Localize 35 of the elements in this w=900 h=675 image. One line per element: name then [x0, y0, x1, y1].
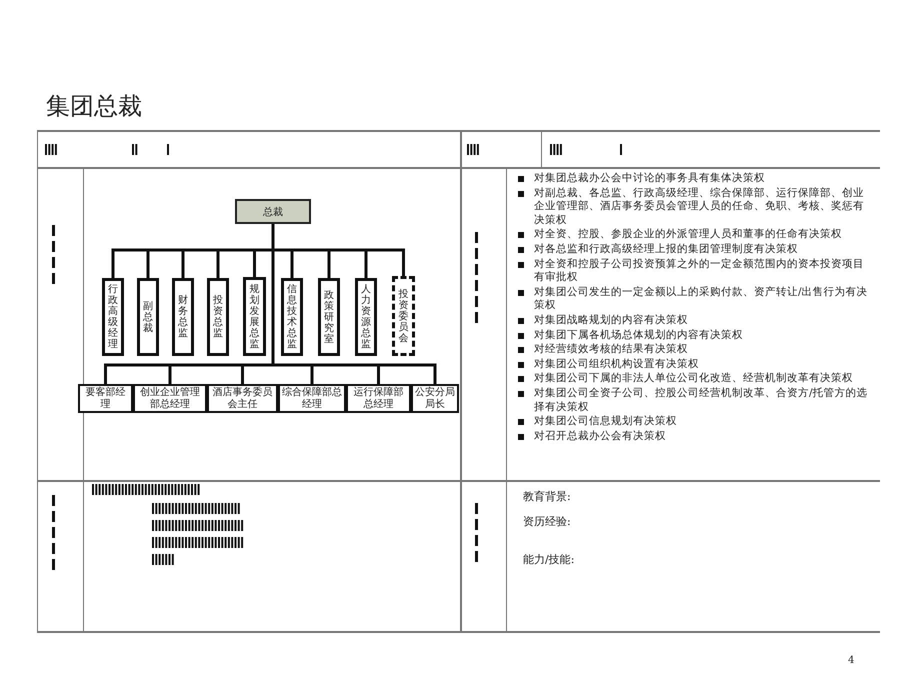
qualification-label: 教育背景: [523, 489, 571, 504]
authority-item: 对集团公司发生的一定金额以上的采购付款、资产转让/出售行为有决策权 [534, 286, 868, 312]
position-box: 财务总监 [172, 278, 194, 356]
authority-item: 对全资、控股、参股企业的外派管理人员和董事的任命有决策权 [534, 228, 842, 240]
position-box: 副总裁 [137, 278, 159, 356]
page-number: 4 [848, 655, 854, 666]
department-box: 酒店事务委员会主任 [207, 384, 278, 413]
authority-item: 对集团战略规划的内容有决策权 [534, 314, 688, 326]
position-box: 投资总监 [207, 278, 229, 356]
position-box: 行政高级经理 [102, 278, 124, 356]
authority-item: 对集团下属各机场总体规划的内容有决策权 [534, 328, 743, 341]
authority-item: 对集团总裁办公会中讨论的事务具有集体决策权 [534, 172, 765, 184]
position-box: 信息技术总监 [281, 278, 303, 356]
qualification-label: 资历经验: [523, 514, 571, 529]
position-box: 人力资源总监 [355, 278, 377, 356]
department-box: 公安分局局长 [411, 384, 459, 413]
top-position-box: 总裁 [235, 199, 311, 224]
committee-box: 投资委员会 [392, 276, 415, 356]
authority-item: 对集团公司下属的非法人单位公司化改造、经营机制改革有决策权 [534, 372, 853, 384]
authority-item: 对集团公司组织机构设置有决策权 [534, 358, 699, 370]
qualification-label: 能力/技能: [523, 552, 574, 567]
position-box: 政策研究室 [318, 278, 340, 356]
authority-item: 对全资和控股子公司投资预算之外的一定金额范围内的资本投资项目有审批权 [534, 258, 864, 284]
department-box: 综合保障部总经理 [278, 384, 346, 413]
department-box: 要客部经理 [78, 384, 133, 413]
position-box: 规划发展总监 [243, 277, 266, 356]
authority-item: 对集团公司全资子公司、控股公司经营机制改革、合资方/托管方的选择有决策权 [534, 386, 868, 412]
authority-item: 对各总监和行政高级经理上报的集团管理制度有决策权 [534, 242, 798, 255]
authority-item: 对副总裁、各总监、行政高级经理、综合保障部、运行保障部、创业企业管理部、酒店事务委员会管理人员的任命、免职、考核、奖惩有决策权 [534, 186, 864, 226]
page-title: 集团总裁 [46, 91, 142, 122]
authority-item: 对集团公司信息规划有决策权 [534, 415, 677, 428]
authority-item: 对经营绩效考核的结果有决策权 [534, 343, 688, 356]
department-box: 创业企业管理部总经理 [133, 384, 207, 413]
department-box: 运行保障部总经理 [346, 384, 411, 413]
authority-item: 对召开总裁办公会有决策权 [534, 430, 666, 442]
